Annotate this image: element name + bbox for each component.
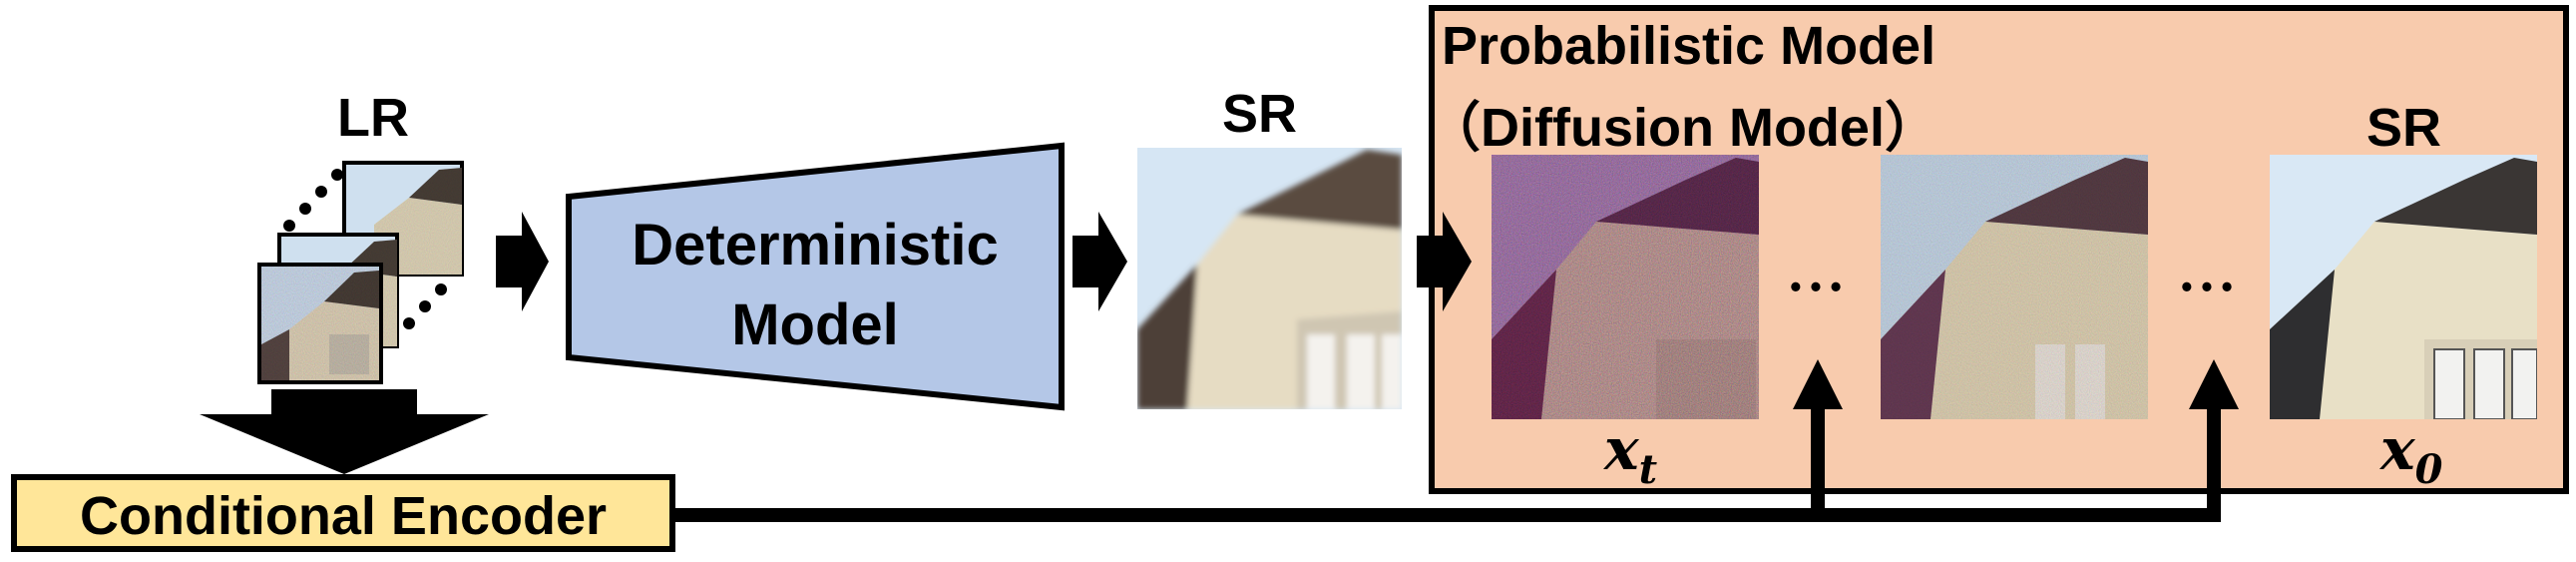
sr-coarse-image <box>1137 148 1402 409</box>
sr-final-label: SR <box>2366 98 2441 158</box>
lr-label: LR <box>337 88 409 148</box>
down-arrow-to-encoder <box>200 389 489 474</box>
xt-label: xt <box>1602 415 1658 493</box>
conditioning-arrowhead-1 <box>1793 359 1843 409</box>
stack-dots-top <box>283 169 343 232</box>
ellipsis-2: • • • <box>2181 269 2232 304</box>
conditioning-riser-1 <box>1811 399 1825 522</box>
arrow-sr-to-probabilistic <box>1417 212 1472 311</box>
conditioning-arrowhead-2 <box>2189 359 2239 409</box>
arrow-lr-to-deterministic <box>496 212 549 311</box>
x0-label: x0 <box>2378 415 2443 493</box>
probabilistic-model-title: Probabilistic Model <box>1442 16 1935 76</box>
ellipsis-1: • • • <box>1790 269 1841 304</box>
conditioning-line <box>672 508 2221 522</box>
sr-middle-label: SR <box>1222 84 1297 144</box>
conditional-encoder-box <box>11 474 675 552</box>
lr-thumbnail-front <box>257 263 383 384</box>
arrow-deterministic-to-sr <box>1073 212 1127 311</box>
xt-noisy-image <box>1492 155 1759 419</box>
x0-clean-image <box>2270 155 2537 419</box>
conditional-encoder-label: Conditional Encoder <box>80 486 607 546</box>
deterministic-label-line1: Deterministic <box>632 213 998 278</box>
lr-image-stack <box>257 161 464 384</box>
intermediate-denoised-image <box>1881 155 2148 419</box>
deterministic-model-block <box>566 142 1065 411</box>
deterministic-label-line2: Model <box>731 292 899 357</box>
conditioning-riser-2 <box>2207 399 2221 522</box>
diffusion-model-subtitle: （Diffusion Model） <box>1427 98 1938 158</box>
